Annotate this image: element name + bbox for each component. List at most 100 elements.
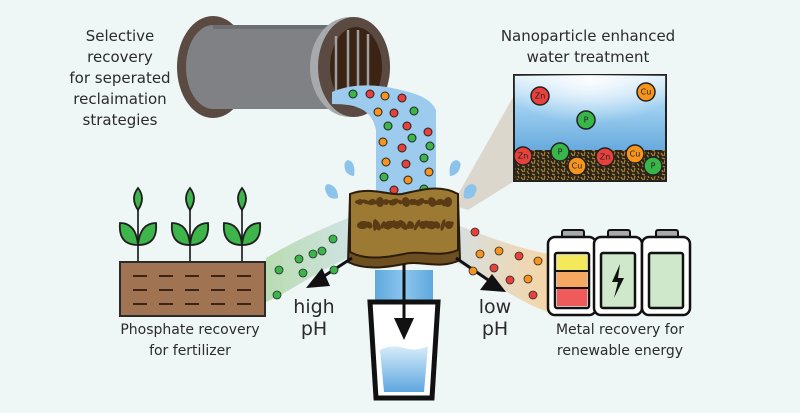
sponge-pore <box>429 198 439 206</box>
phosphate-nanoparticle: P <box>576 110 596 130</box>
sponge-pore <box>448 221 454 229</box>
arrow-down-head <box>394 318 414 340</box>
copper-nanoparticle: Cu <box>567 156 587 176</box>
label-line: for seperated <box>69 69 171 87</box>
phosphate-particle <box>348 89 358 99</box>
zinc-particle <box>423 127 433 137</box>
nanoparticle-symbol: Zn <box>600 153 611 162</box>
phosphate-particle <box>272 290 282 300</box>
copper-particle <box>468 266 478 276</box>
copper-particle <box>494 246 504 256</box>
copper-nanoparticle: Cu <box>625 144 645 164</box>
label-line: for fertilizer <box>149 343 231 359</box>
sponge-pore <box>373 219 381 231</box>
copper-particle <box>373 107 383 117</box>
copper-particle <box>380 91 390 101</box>
sponge-pore <box>410 198 418 206</box>
phosphate-particle <box>274 265 284 275</box>
label-line: high <box>293 296 335 318</box>
label-line: Metal recovery for <box>555 322 685 338</box>
phosphate-particle <box>383 121 393 131</box>
phosphate-particle <box>407 133 417 143</box>
plant <box>222 186 262 262</box>
copper-particle <box>533 256 543 266</box>
zinc-particle <box>389 108 399 118</box>
nanoparticle-symbol: Cu <box>572 162 583 171</box>
label-line: Selective <box>85 27 155 45</box>
copper-particle <box>424 167 434 177</box>
zinc-particle <box>397 143 407 153</box>
zinc-particle <box>470 227 480 237</box>
stream-particles <box>348 89 435 195</box>
copper-particle <box>475 249 485 259</box>
lightning-bolt-icon <box>612 264 624 298</box>
high-ph-label: high pH <box>284 296 344 340</box>
phosphate-particle <box>328 234 338 244</box>
plant <box>170 186 210 262</box>
zinc-particle <box>514 251 524 261</box>
nanoparticle-symbol: P <box>558 148 563 157</box>
zinc-nanoparticle: Zn <box>530 86 550 106</box>
phosphate-particle <box>294 254 304 264</box>
label-line: pH <box>300 318 328 340</box>
copper-particle <box>403 175 413 185</box>
battery-3 <box>640 229 692 317</box>
label-line: water treatment <box>526 48 650 66</box>
batteries <box>546 229 692 317</box>
zinc-particle <box>528 290 538 300</box>
phosphate-particle <box>409 106 419 116</box>
flow-particles <box>272 227 543 300</box>
nanoparticle-symbol: Cu <box>641 88 652 97</box>
nanoparticle-treatment-label: Nanoparticle enhanced water treatment <box>478 26 698 68</box>
copper-particle <box>378 137 388 147</box>
phosphate-particle <box>317 246 327 256</box>
label-line: low <box>478 296 512 318</box>
sponge-pore <box>386 220 396 230</box>
phosphate-recovery-label: Phosphate recovery for fertilizer <box>100 320 280 362</box>
sponge-pore <box>389 198 399 206</box>
label-line: reclaimation <box>73 90 167 108</box>
sponge-pore <box>398 220 408 230</box>
label-line: recovery <box>87 48 153 66</box>
sponge-pore <box>415 198 425 206</box>
sponge-pore <box>393 220 401 229</box>
zinc-particle <box>489 263 499 273</box>
plant-bed <box>118 186 266 317</box>
zinc-nanoparticle: Zn <box>513 146 533 166</box>
phosphate-particle <box>379 172 389 182</box>
label-line: Phosphate recovery <box>120 322 260 338</box>
phosphate-particle <box>329 265 339 275</box>
zinc-particle <box>402 121 412 131</box>
sponge-pore <box>440 219 446 231</box>
battery-1 <box>546 229 598 317</box>
metal-flow <box>450 222 548 312</box>
metal-recovery-label: Metal recovery for renewable energy <box>535 320 705 362</box>
label-line: Nanoparticle enhanced <box>500 27 676 45</box>
sponge-pore <box>425 220 437 230</box>
sponge-pore <box>375 197 385 207</box>
nanoparticle-symbol: Zn <box>535 92 546 101</box>
arrow-low-ph-head <box>480 274 506 292</box>
zoom-cone <box>452 92 516 210</box>
sponge-pore <box>401 197 411 207</box>
phosphate-particle <box>298 268 308 278</box>
sponge-pore <box>383 199 389 205</box>
sponge-pore <box>423 199 429 205</box>
nanoparticle-symbol: Zn <box>518 152 529 161</box>
sponge-pore <box>371 199 377 205</box>
nanoparticle-symbol: Cu <box>630 150 641 159</box>
copper-particle <box>523 274 533 284</box>
label-line: renewable energy <box>556 343 684 359</box>
zinc-particle <box>401 159 411 169</box>
phosphate-flow <box>266 218 352 302</box>
zinc-particle <box>365 89 375 99</box>
label-line: pH <box>481 318 509 340</box>
nanoparticle-symbol: P <box>651 162 656 171</box>
phosphate-particle <box>419 153 429 163</box>
sponge-pore <box>407 221 415 229</box>
copper-nanoparticle: Cu <box>636 82 656 102</box>
battery-2 <box>592 229 644 317</box>
splash-droplets <box>325 160 477 199</box>
